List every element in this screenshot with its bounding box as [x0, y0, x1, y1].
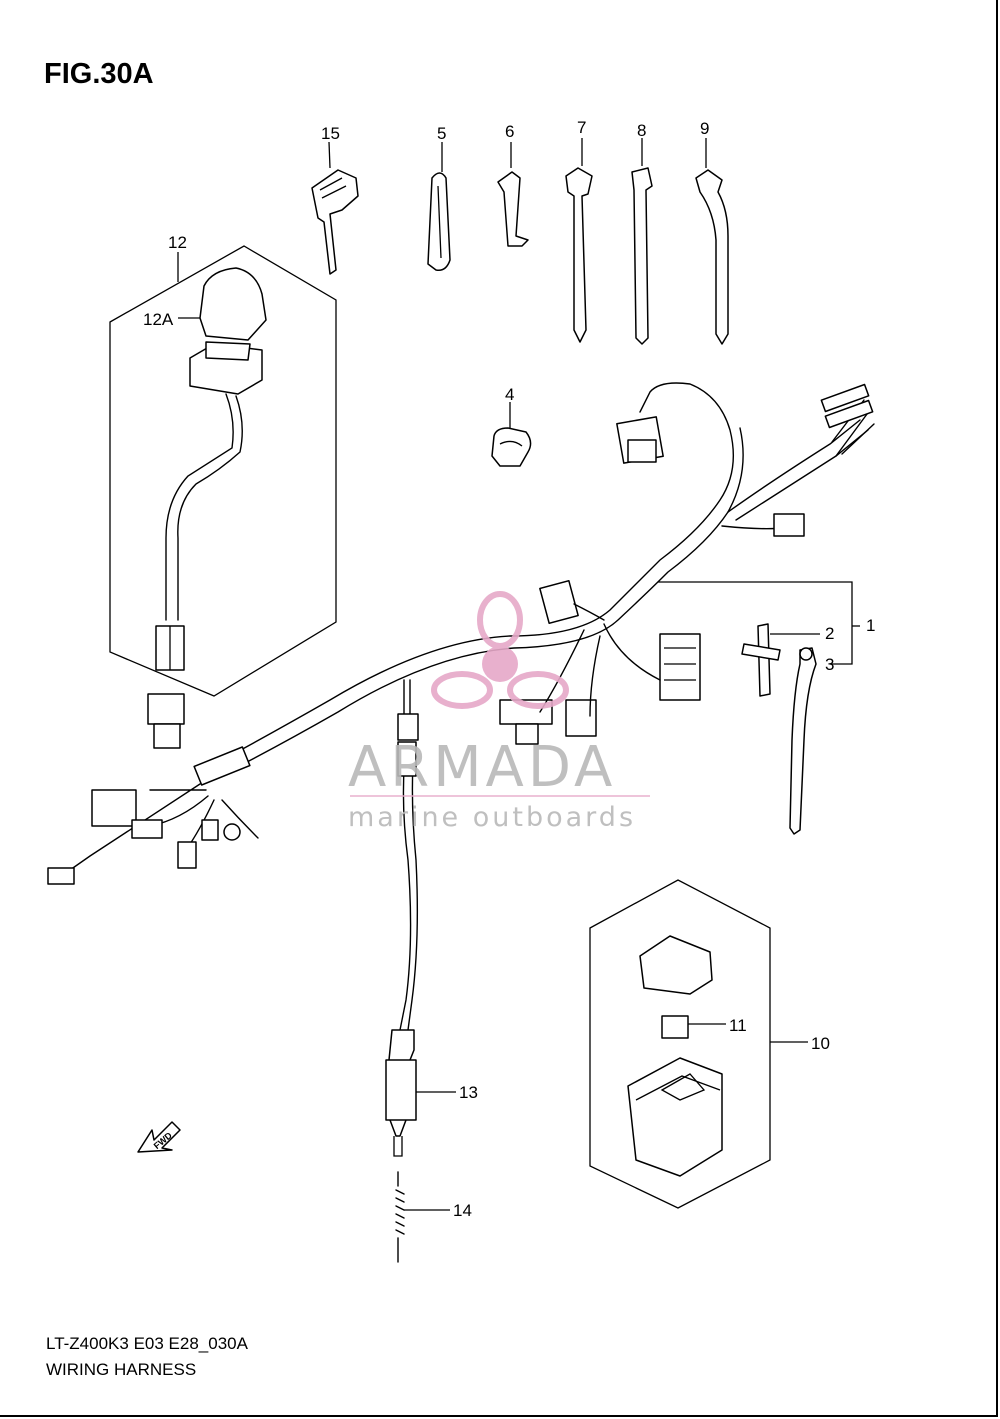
callout-6: 6 — [505, 122, 514, 141]
watermark-brand: ARMADA — [348, 735, 616, 800]
sensor-part-13 — [385, 1029, 456, 1157]
armada-watermark: ARMADA marine outboards — [348, 591, 650, 833]
fwd-arrow-icon: FWD — [137, 1121, 181, 1153]
callout-5: 5 — [437, 124, 446, 143]
callout-14: 14 — [453, 1201, 472, 1220]
callout-12a: 12A — [143, 310, 174, 329]
callout-1: 1 — [866, 616, 875, 635]
callout-11: 11 — [729, 1016, 747, 1035]
propeller-logo-icon — [431, 591, 569, 709]
callout-13: 13 — [459, 1083, 478, 1102]
callout-10: 10 — [811, 1034, 830, 1053]
key-part — [311, 141, 359, 275]
main-harness — [47, 382, 875, 1031]
callout-15: 15 — [321, 124, 340, 143]
spring-part-14 — [395, 1171, 450, 1263]
callout-8: 8 — [637, 121, 646, 140]
figure-title: FIG.30A — [44, 58, 154, 90]
watermark-tagline: marine outboards — [348, 802, 636, 833]
cable-tie-part-8 — [631, 138, 653, 345]
bracket-part-2-3 — [658, 581, 860, 835]
callout-9: 9 — [700, 119, 709, 138]
ignition-switch-group — [109, 245, 337, 697]
cable-tie-part-7 — [565, 138, 593, 343]
clamp-part-4 — [491, 402, 532, 467]
relay-group — [589, 879, 808, 1209]
callout-7: 7 — [577, 118, 586, 137]
callout-4: 4 — [505, 385, 514, 404]
callout-3: 3 — [825, 655, 834, 674]
figure-caption: WIRING HARNESS — [46, 1360, 197, 1379]
cable-tie-part-9 — [695, 138, 729, 345]
clip-part-6 — [497, 142, 529, 247]
callout-12: 12 — [168, 233, 187, 252]
clamp-part-5 — [427, 142, 451, 272]
callout-2: 2 — [825, 624, 834, 643]
model-code: LT-Z400K3 E03 E28_030A — [46, 1334, 248, 1353]
